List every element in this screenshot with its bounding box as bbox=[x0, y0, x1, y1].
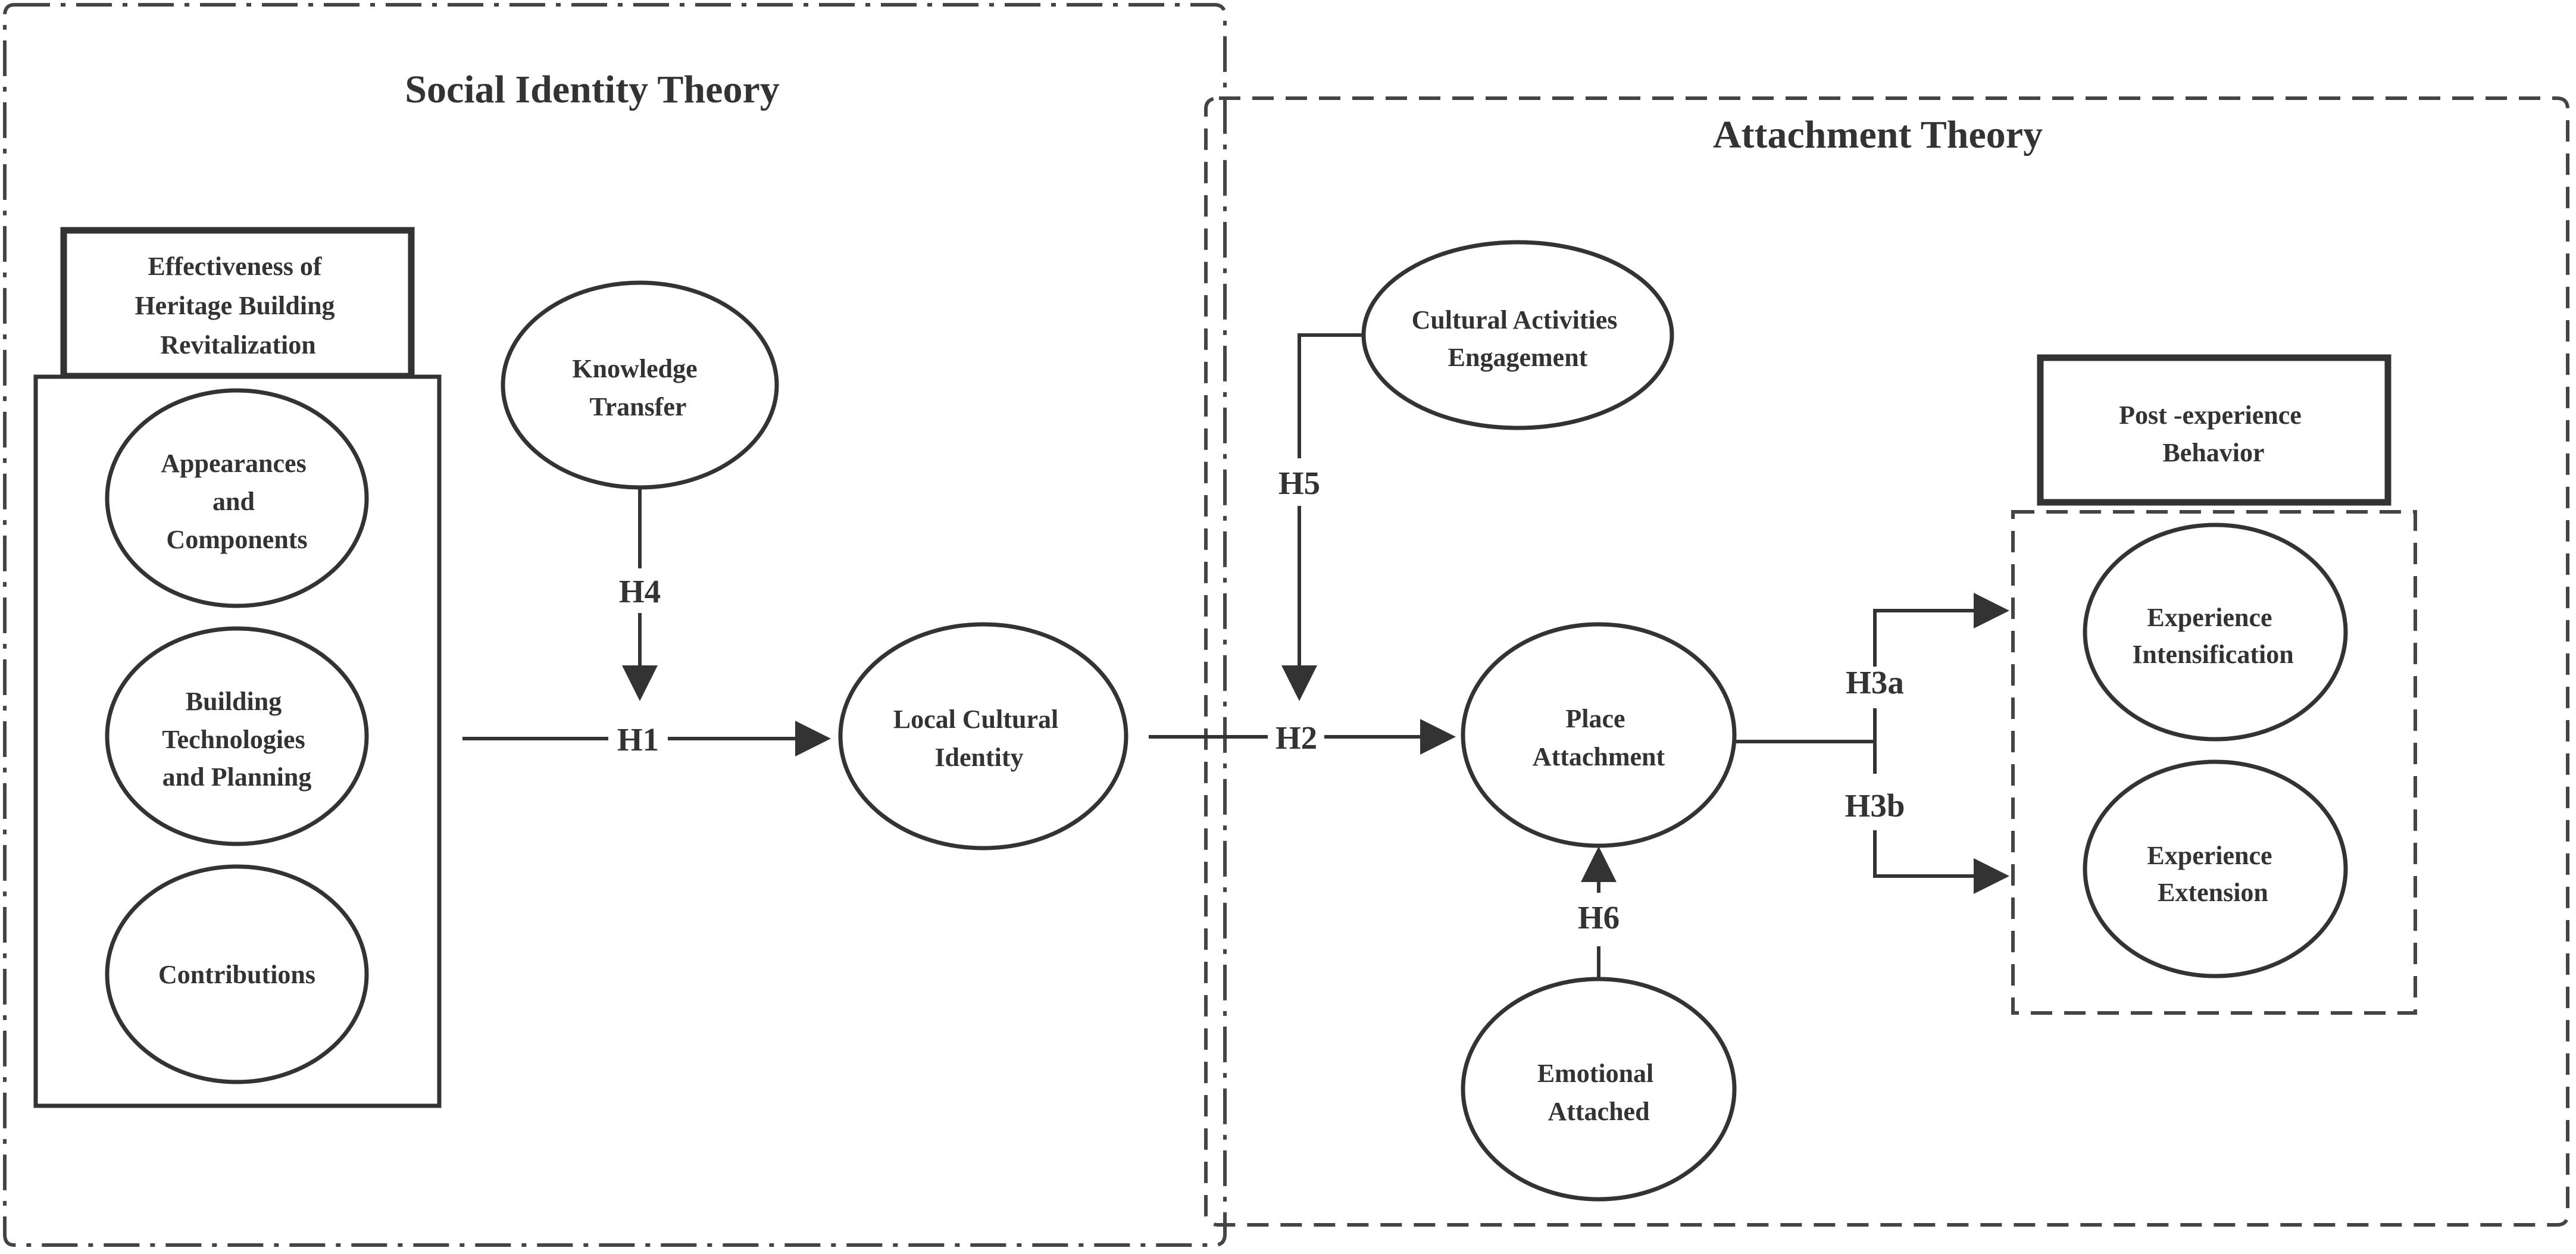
experience-intensification-label: Experience Intensification bbox=[2132, 603, 2293, 669]
place-attachment-node bbox=[1461, 622, 1737, 848]
social-identity-title: Social Identity Theory bbox=[405, 68, 779, 111]
knowledge-transfer-label: Knowledge Transfer bbox=[572, 354, 704, 421]
building-technologies-node bbox=[105, 626, 369, 846]
h3a-label: H3a bbox=[1846, 664, 1904, 701]
h2-label: H2 bbox=[1276, 720, 1317, 756]
knowledge-transfer-node bbox=[501, 280, 779, 490]
h5-path-top bbox=[1298, 333, 1364, 458]
h1-label: H1 bbox=[617, 721, 659, 758]
attachment-title: Attachment Theory bbox=[1713, 113, 2043, 157]
appearances-components-node bbox=[105, 388, 369, 608]
experience-extension-label: Experience Extension bbox=[2147, 841, 2278, 907]
experience-intensification-node bbox=[2083, 523, 2348, 742]
emotional-attached-node bbox=[1461, 977, 1737, 1202]
cultural-activities-label: Cultural Activities Engagement bbox=[1412, 305, 1624, 372]
post-experience-label: Post -experience Behavior bbox=[2119, 401, 2308, 467]
h3b-path bbox=[1873, 830, 2009, 894]
local-cultural-identity-label: Local Cultural Identity bbox=[893, 705, 1065, 772]
effectiveness-label: Effectiveness of Heritage Building Revit… bbox=[135, 252, 341, 359]
social-identity-frame bbox=[3, 3, 1227, 1247]
attachment-frame bbox=[1204, 96, 2569, 1227]
h3b-label: H3b bbox=[1845, 787, 1905, 824]
building-technologies-label: Building Technologies and Planning bbox=[162, 687, 311, 792]
h5-label: H5 bbox=[1278, 465, 1320, 501]
post-experience-header-box bbox=[2037, 354, 2391, 506]
contributions-label: Contributions bbox=[158, 960, 315, 989]
emotional-attached-label: Emotional Attached bbox=[1537, 1059, 1661, 1126]
experience-extension-node bbox=[2083, 759, 2348, 978]
effectiveness-header-box bbox=[60, 227, 415, 380]
post-experience-dimensions-box bbox=[2011, 510, 2417, 1015]
contributions-node bbox=[105, 864, 369, 1084]
appearances-components-label: Appearances and Components bbox=[161, 449, 312, 554]
cultural-activities-node bbox=[1361, 240, 1674, 430]
place-attachment-label: Place Attachment bbox=[1533, 704, 1665, 771]
h4-label: H4 bbox=[619, 573, 661, 609]
h3a-path bbox=[1873, 593, 2009, 667]
local-cultural-identity-node bbox=[838, 622, 1128, 850]
h6-label: H6 bbox=[1578, 899, 1620, 936]
